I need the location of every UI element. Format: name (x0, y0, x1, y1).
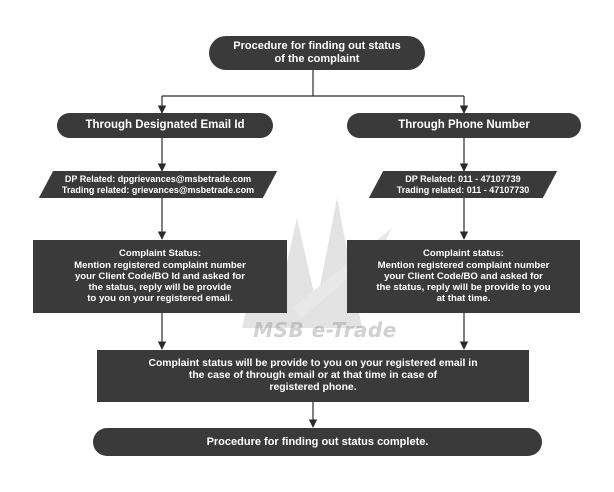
email-status-line-1: Complaint Status: (118, 248, 202, 260)
phone-status-line-2: Mention registered complaint number (377, 259, 550, 271)
phone-status-line-1: Complaint status: (422, 248, 505, 260)
phone-contacts-line-2: Trading related: 011 - 47107730 (396, 184, 530, 195)
phone-status-line-5: at that time. (436, 293, 491, 305)
email-contacts-line-2: Trading related: grievances@msbetrade.co… (61, 184, 255, 195)
email-status-line-5: to you on your registered email. (87, 293, 233, 305)
merge-node: Complaint status will be provide to you … (97, 350, 529, 402)
email-contacts-line-1: DP Related: dpgrievances@msbetrade.com (64, 173, 252, 184)
phone-contacts-node: DP Related: 011 - 47107739 Trading relat… (368, 171, 558, 198)
start-node-line-2: of the complaint (274, 53, 360, 65)
end-node-label: Procedure for finding out status complet… (206, 435, 429, 448)
start-node-line-1: Procedure for finding out status (233, 40, 401, 53)
email-status-line-3: your Client Code/BO Id and asked for (74, 270, 246, 282)
phone-branch-node: Through Phone Number (347, 113, 581, 138)
email-status-line-4: the status, reply will be provide (88, 282, 232, 294)
email-branch-label: Through Designated Email Id (85, 118, 245, 131)
phone-status-node: Complaint status: Mention registered com… (347, 240, 580, 313)
email-status-line-2: Mention registered complaint number (74, 259, 246, 271)
merge-line-3: registered phone. (269, 382, 357, 394)
watermark-brand-text: MSB e-Trade (253, 318, 397, 342)
end-node: Procedure for finding out status complet… (93, 428, 542, 456)
email-branch-node: Through Designated Email Id (57, 113, 273, 138)
merge-line-2: the case of through email or at that tim… (188, 369, 438, 381)
start-node: Procedure for finding out status of the … (209, 36, 425, 70)
phone-branch-label: Through Phone Number (398, 118, 530, 131)
phone-status-line-4: the status, reply will be provide to you (376, 282, 551, 294)
phone-status-line-3: your Client Code/BO and asked for (384, 270, 543, 282)
phone-contacts-line-1: DP Related: 011 - 47107739 (405, 173, 521, 184)
email-status-node: Complaint Status: Mention registered com… (33, 240, 287, 313)
merge-line-1: Complaint status will be provide to you … (148, 357, 478, 369)
email-contacts-text: DP Related: dpgrievances@msbetrade.com T… (46, 171, 270, 198)
email-contacts-node: DP Related: dpgrievances@msbetrade.com T… (38, 171, 278, 198)
phone-contacts-text: DP Related: 011 - 47107739 Trading relat… (376, 171, 550, 198)
